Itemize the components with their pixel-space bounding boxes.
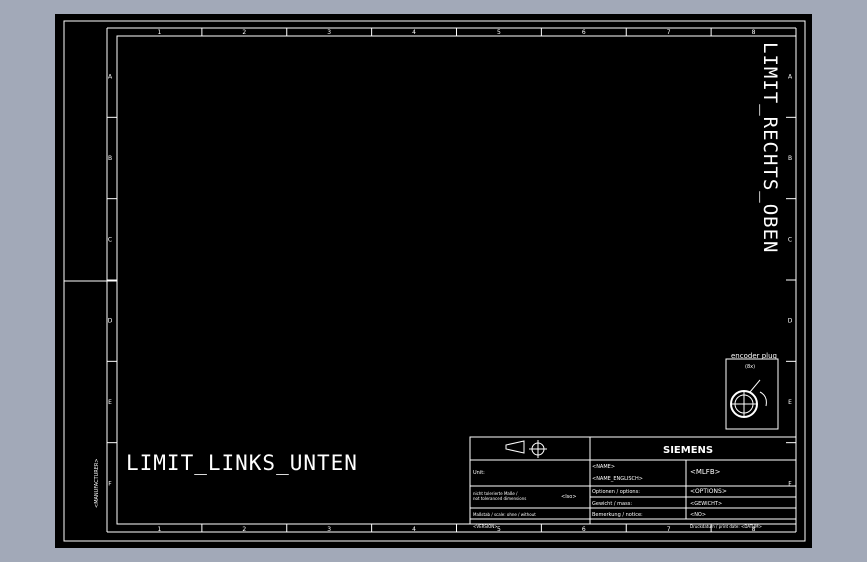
col-label-bottom: 5 <box>497 526 501 533</box>
col-label-bottom: 1 <box>158 526 162 533</box>
row-label-right: C <box>788 236 792 243</box>
col-label-bottom: 4 <box>412 526 416 533</box>
tolerance-value: <Iso> <box>561 494 577 500</box>
detail-frame <box>725 358 779 430</box>
row-label-left: E <box>108 399 112 406</box>
col-label-bottom: 8 <box>752 526 756 533</box>
row-label-left: D <box>108 318 113 325</box>
col-label-top: 8 <box>752 29 756 36</box>
version-label: <VERSION> <box>473 524 498 529</box>
options-label: Optionen / options: <box>592 489 640 495</box>
brand-siemens: SIEMENS <box>663 445 713 456</box>
encoder-plug-detail: encoder plug (8x) <box>725 352 779 430</box>
row-label-left: A <box>108 74 113 81</box>
sheet-background <box>55 14 812 548</box>
col-label-top: 7 <box>667 29 671 36</box>
detail-caption: (8x) <box>745 364 755 370</box>
col-label-bottom: 7 <box>667 526 671 533</box>
row-label-right: D <box>788 318 793 325</box>
label-right-top: LIMIT_RECHTS_OBEN <box>759 42 781 253</box>
col-label-bottom: 6 <box>582 526 586 533</box>
plug-arc-mark <box>759 391 767 407</box>
detail-title: encoder plug <box>731 352 777 360</box>
remark-value: <NO> <box>690 512 706 518</box>
col-label-top: 5 <box>497 29 501 36</box>
name-de: <NAME> <box>592 464 615 470</box>
row-label-left: B <box>108 155 112 162</box>
col-label-top: 4 <box>412 29 416 36</box>
mlfb-value: <MLFB> <box>690 468 721 476</box>
projection-symbol-cone <box>505 440 525 454</box>
row-label-right: F <box>788 480 792 487</box>
name-en: <NAME_ENGLISCH> <box>592 476 643 482</box>
weight-value: <GEWICHT> <box>690 501 722 507</box>
col-label-top: 1 <box>158 29 162 36</box>
title-block-text: SIEMENS Unit: <NAME> <NAME_ENGLISCH> <ML… <box>473 445 762 529</box>
tolerance-label: nicht tolerierte Maße /not toleranced di… <box>473 491 526 501</box>
col-label-bottom: 2 <box>242 526 246 533</box>
col-label-bottom: 3 <box>327 526 331 533</box>
scale-label: Maßstab / scale: ohne / without <box>473 512 536 517</box>
label-left-bottom: LIMIT_LINKS_UNTEN <box>126 451 358 475</box>
options-value: <OPTIONS> <box>690 488 727 495</box>
weight-label: Gewicht / mass: <box>592 501 632 507</box>
remark-label: Bemerkung / notice: <box>592 512 643 518</box>
col-label-top: 2 <box>242 29 246 36</box>
row-label-right: A <box>788 74 793 81</box>
plug-leader <box>749 379 761 393</box>
col-label-top: 6 <box>582 29 586 36</box>
row-label-right: E <box>788 399 792 406</box>
row-label-left: F <box>108 480 112 487</box>
row-label-right: B <box>788 155 792 162</box>
row-label-left: C <box>108 236 112 243</box>
print-date-label: Druckdatum / print date: <DATUM> <box>690 524 762 529</box>
title-block <box>469 436 797 525</box>
label-manufacturer-side: <MANUFACTURER> <box>94 458 100 508</box>
unit-label: Unit: <box>473 470 485 476</box>
title-block-frame <box>469 436 797 525</box>
col-label-top: 3 <box>327 29 331 36</box>
